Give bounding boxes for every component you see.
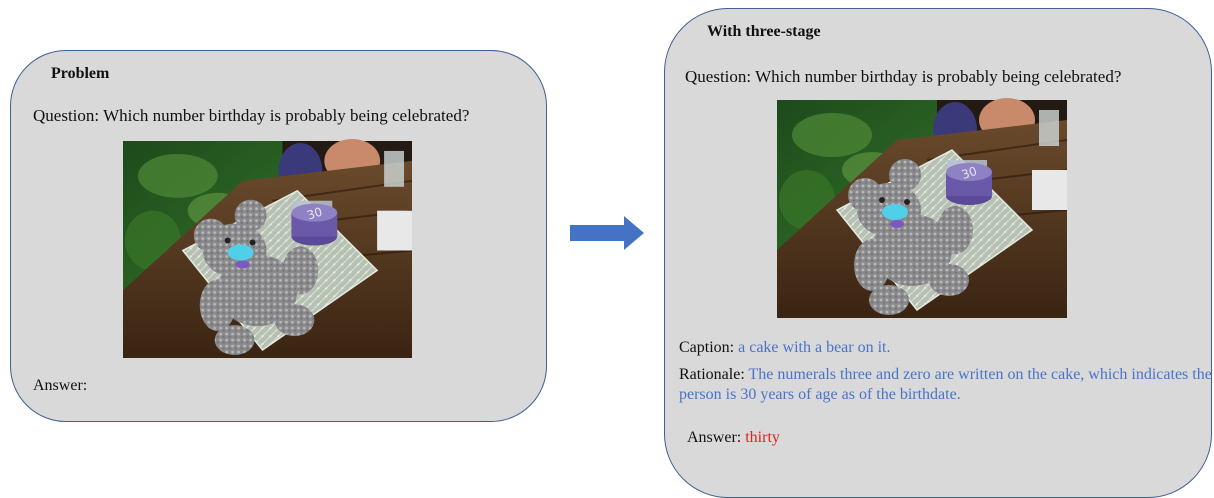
birthday-cake-photo: 30 bbox=[123, 139, 413, 358]
right-arrow-icon bbox=[570, 216, 644, 250]
rationale-text: The numerals three and zero are written … bbox=[679, 366, 1212, 403]
question-prefix: Question: bbox=[33, 106, 104, 125]
three-stage-panel: With three-stage Question: Which number … bbox=[664, 8, 1212, 498]
question-prefix: Question: bbox=[685, 67, 756, 86]
birthday-cake-photo: 30 bbox=[777, 98, 1068, 318]
question-text: Which number birthday is probably being … bbox=[755, 67, 1122, 86]
caption-line: Caption: a cake with a bear on it. bbox=[679, 339, 890, 357]
three-stage-answer: Answer: thirty bbox=[687, 429, 780, 447]
caption-prefix: Caption: bbox=[679, 339, 739, 356]
question-text: Which number birthday is probably being … bbox=[103, 106, 470, 125]
three-stage-title: With three-stage bbox=[707, 23, 821, 40]
svg-text:30: 30 bbox=[960, 164, 979, 182]
answer-prefix: Answer: bbox=[687, 429, 746, 446]
caption-text: a cake with a bear on it. bbox=[738, 339, 891, 356]
problem-title: Problem bbox=[51, 65, 110, 82]
problem-answer-label: Answer: bbox=[33, 377, 88, 394]
rationale-line: Rationale: The numerals three and zero a… bbox=[679, 365, 1214, 405]
answer-text: thirty bbox=[745, 429, 780, 446]
svg-text:30: 30 bbox=[305, 205, 324, 223]
problem-panel: Problem Question: Which number birthday … bbox=[10, 50, 547, 422]
rationale-prefix: Rationale: bbox=[679, 366, 749, 383]
problem-question: Question: Which number birthday is proba… bbox=[33, 106, 469, 126]
three-stage-question: Question: Which number birthday is proba… bbox=[685, 67, 1121, 87]
